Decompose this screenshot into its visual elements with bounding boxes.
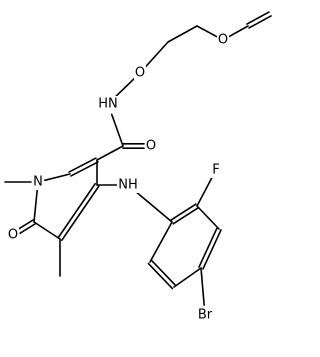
atom-label-n_amide: HN [98, 97, 118, 112]
atom-label-layer: O O HN O N O NH F Br [7, 32, 229, 323]
atom-label-bg [7, 227, 19, 243]
bond-c6-o6-a [16, 219, 34, 231]
bond-a1-a2-b [170, 203, 197, 221]
bond-c5-c4-a [61, 185, 100, 242]
bond-a4-br [200, 267, 205, 306]
atom-label-br: Br [198, 308, 213, 323]
bond-c_vinyl-o_ether [228, 25, 249, 38]
bond-a6-a1 [149, 221, 173, 263]
atom-label-o_carbonyl: O [146, 139, 156, 154]
atom-label-bg [145, 138, 157, 154]
bond-c6-o6-b [19, 223, 36, 234]
atom-label-f: F [212, 163, 219, 178]
bond-c6-c5 [33, 221, 61, 240]
atom-label-bg [117, 177, 139, 193]
bond-a5-a6-a [150, 259, 177, 287]
bond-c_ch2b-o_oxy [143, 41, 169, 69]
bond-c_vinyl_end-c_vinyl-b [248, 15, 272, 29]
bond-a3-a4-a [198, 227, 218, 268]
bond-a2-f [196, 174, 214, 207]
bond-a1-a2-a [172, 207, 199, 225]
bond-c3-c2-b [70, 161, 99, 177]
bond-o_ether-c_ch2a [196, 25, 218, 38]
atom-label-n_anil: NH [118, 178, 138, 193]
molecule-structure: O O HN O N O NH F Br [4, 11, 272, 323]
atom-label-bg [217, 32, 229, 48]
bond-n1-c6 [33, 188, 39, 223]
atom-label-o6: O [8, 228, 18, 243]
atom-label-bg [97, 96, 119, 112]
atom-label-bg [211, 162, 221, 178]
bond-c2-n1 [43, 173, 71, 182]
bond-c_carbonyl-c3 [96, 145, 124, 161]
atom-label-o_ether: O [218, 33, 228, 48]
bond-c_ch2a-c_ch2b [167, 25, 198, 43]
atom-label-bg [32, 174, 44, 190]
bond-a3-a4-b [202, 229, 222, 270]
bond-o_oxy-n_amide [115, 77, 136, 98]
bond-a4-a5 [173, 267, 202, 288]
atom-label-bg [195, 307, 215, 323]
atom-label-n1: N [33, 175, 43, 190]
atom-label-bg [134, 65, 146, 81]
atom-label-o_oxy: O [135, 66, 145, 81]
bond-c3-c2-a [68, 157, 97, 173]
bond-n_amide-c_carbonyl [110, 113, 124, 147]
bond-c5-c4-b [57, 182, 96, 239]
bond-c_vinyl_end-c_vinyl-a [246, 11, 270, 25]
bond-n_anil-a1 [135, 191, 173, 223]
bond-a2-a3 [196, 205, 220, 230]
bond-layer [4, 11, 272, 306]
bond-a5-a6-b [147, 262, 174, 290]
